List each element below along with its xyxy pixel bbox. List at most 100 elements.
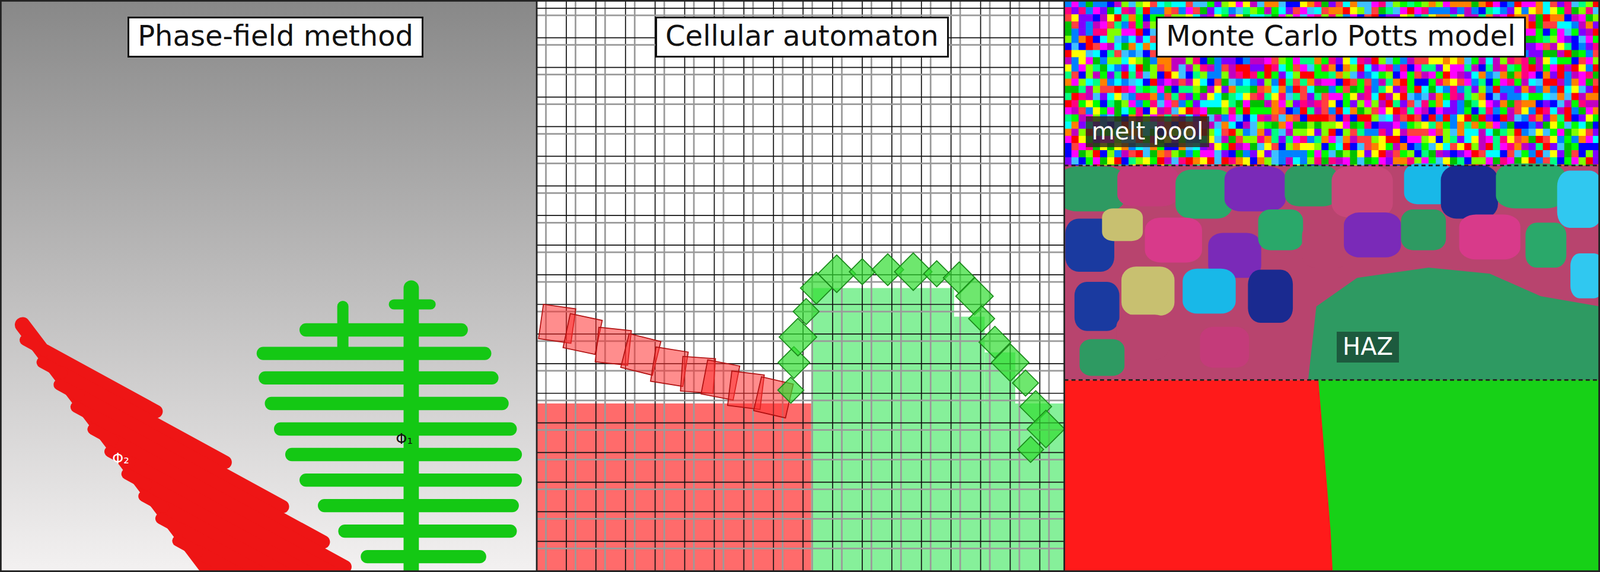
- spin-cell: [1314, 93, 1322, 101]
- spin-cell: [1064, 21, 1073, 30]
- spin-cell: [1085, 71, 1094, 80]
- spin-cell: [1114, 107, 1123, 116]
- spin-cell: [1421, 142, 1430, 151]
- spin-cell: [1457, 128, 1465, 137]
- spin-cell: [1506, 135, 1515, 144]
- spin-cell: [1457, 107, 1465, 116]
- spin-cell: [1585, 150, 1594, 158]
- spin-cell: [1071, 14, 1080, 22]
- spin-cell: [1092, 21, 1101, 30]
- spin-cell: [1221, 128, 1230, 137]
- spin-cell: [1471, 121, 1480, 130]
- spin-cell: [1478, 114, 1487, 123]
- spin-cell: [1571, 7, 1580, 15]
- spin-cell: [1114, 78, 1123, 87]
- spin-cell: [1557, 71, 1566, 80]
- spin-cell: [1428, 78, 1437, 87]
- spin-cell: [1492, 107, 1501, 116]
- spin-cell: [1400, 121, 1408, 130]
- spin-cell: [1492, 85, 1501, 94]
- spin-cell: [1393, 85, 1401, 94]
- spin-cell: [1514, 64, 1522, 72]
- spin-cell: [1285, 71, 1294, 80]
- spin-cell: [1400, 128, 1408, 137]
- spin-cell: [1564, 14, 1573, 22]
- spin-cell: [1478, 107, 1487, 116]
- spin-cell: [1421, 56, 1430, 65]
- spin-cell: [1221, 85, 1230, 94]
- spin-cell: [1378, 135, 1387, 144]
- grid-line: [654, 0, 656, 572]
- spin-cell: [1078, 128, 1087, 137]
- spin-cell: [1228, 107, 1237, 116]
- spin-cell: [1257, 121, 1265, 130]
- spin-cell: [1414, 114, 1423, 123]
- spin-cell: [1550, 85, 1558, 94]
- spin-cell: [1092, 85, 1101, 94]
- grain: [1064, 166, 1125, 212]
- spin-cell: [1557, 93, 1566, 101]
- spin-cell: [1457, 114, 1465, 123]
- spin-cell: [1378, 121, 1387, 130]
- spin-cell: [1528, 135, 1537, 144]
- spin-cell: [1107, 7, 1115, 15]
- spin-cell: [1578, 150, 1587, 158]
- spin-cell: [1064, 107, 1073, 116]
- spin-cell: [1299, 121, 1308, 130]
- grid-line: [1047, 0, 1050, 572]
- spin-cell: [1557, 114, 1566, 123]
- spin-cell: [1385, 93, 1394, 101]
- spin-cell: [1071, 85, 1080, 94]
- spin-cell: [1171, 64, 1179, 72]
- spin-cell: [1207, 150, 1216, 158]
- spin-cell: [1414, 56, 1423, 65]
- spin-cell: [1250, 107, 1258, 116]
- spin-cell: [1528, 107, 1537, 116]
- spin-cell: [1571, 150, 1580, 158]
- spin-cell: [1100, 64, 1108, 72]
- spin-cell: [1164, 7, 1172, 15]
- spin-cell: [1407, 78, 1415, 87]
- spin-cell: [1449, 135, 1458, 144]
- spin-cell: [1064, 93, 1073, 101]
- title-box: Monte Carlo Potts model: [1155, 16, 1526, 58]
- spin-cell: [1314, 128, 1322, 137]
- spin-cell: [1321, 114, 1329, 123]
- spin-cell: [1400, 100, 1408, 108]
- spin-cell: [1557, 64, 1566, 72]
- spin-cell: [1292, 157, 1301, 165]
- spin-cell: [1264, 121, 1273, 130]
- spin-cell: [1543, 93, 1551, 101]
- spin-cell: [1114, 56, 1123, 65]
- spin-cell: [1257, 135, 1265, 144]
- spin-cell: [1100, 85, 1108, 94]
- spin-cell: [1157, 93, 1165, 101]
- panel-title: Monte Carlo Potts model: [1165, 19, 1516, 53]
- spin-cell: [1393, 100, 1401, 108]
- spin-cell: [1385, 78, 1394, 87]
- spin-cell: [1400, 114, 1408, 123]
- spin-cell: [1128, 56, 1137, 65]
- spin-cell: [1271, 135, 1280, 144]
- spin-cell: [1149, 107, 1158, 116]
- spin-cell: [1200, 78, 1209, 87]
- melt-pool-spins: [1064, 0, 1600, 172]
- spin-cell: [1421, 7, 1430, 15]
- spin-cell: [1142, 71, 1151, 80]
- spin-cell: [1514, 100, 1522, 108]
- grain: [1200, 326, 1250, 368]
- spin-cell: [1314, 78, 1322, 87]
- spin-cell: [1221, 107, 1230, 116]
- spin-cell: [1307, 157, 1315, 165]
- spin-cell: [1571, 35, 1580, 44]
- spin-cell: [1100, 93, 1108, 101]
- spin-cell: [1349, 150, 1358, 158]
- spin-cell: [1128, 150, 1137, 158]
- spin-cell: [1078, 114, 1087, 123]
- spin-cell: [1328, 93, 1337, 101]
- spin-cell: [1535, 71, 1544, 80]
- spin-cell: [1471, 93, 1480, 101]
- spin-cell: [1364, 93, 1373, 101]
- spin-cell: [1349, 100, 1358, 108]
- spin-cell: [1178, 64, 1187, 72]
